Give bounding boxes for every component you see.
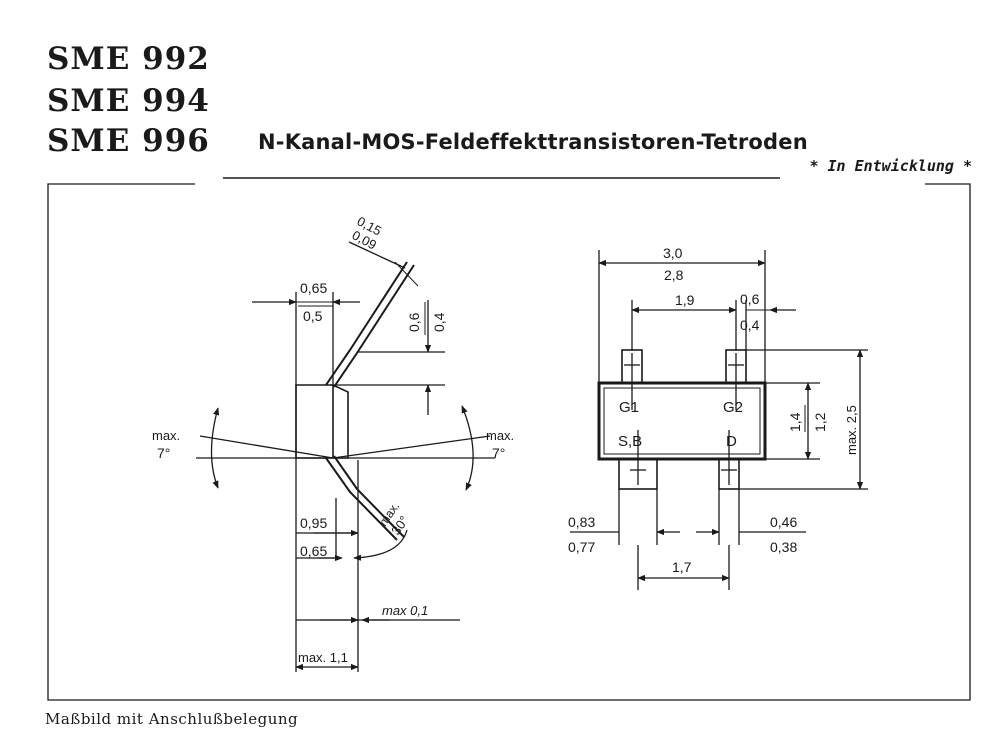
draft-angle-right-label: max. xyxy=(486,428,514,443)
standoff-min: 0,4 xyxy=(431,312,447,332)
draft-angle-left-label: max. xyxy=(152,428,180,443)
pin-label-g2: G2 xyxy=(723,399,743,416)
pin-label-sb: S,B xyxy=(618,433,642,450)
coplanarity-label: max 0,1 xyxy=(382,603,428,618)
drawing-frame xyxy=(47,183,971,701)
pad-width-left-max: 0,83 xyxy=(568,514,595,530)
part-number-sme992: SME 992 xyxy=(47,41,210,77)
lead-length-max: 0,95 xyxy=(300,515,327,531)
part-number-sme994: SME 994 xyxy=(47,83,210,119)
side-view xyxy=(196,241,495,672)
figure-caption: Maßbild mit Anschlußbelegung xyxy=(45,710,299,728)
standoff-max: 0,6 xyxy=(406,312,422,332)
body-width-min: 1,2 xyxy=(812,412,828,432)
pad-pitch-label: 1,9 xyxy=(675,292,695,308)
pad-width-right-min: 0,38 xyxy=(770,539,797,555)
pin-label-d: D xyxy=(726,433,737,450)
lead-width-max: 0,65 xyxy=(300,280,327,296)
body-width-max: 1,4 xyxy=(787,412,803,432)
height-label: max. 1,1 xyxy=(298,650,348,665)
pad-width-right-max: 0,46 xyxy=(770,514,797,530)
lead-length-min: 0,65 xyxy=(300,543,327,559)
top-view xyxy=(570,250,868,590)
pad-width-top-max: 0,6 xyxy=(740,291,760,307)
pad-pitch-bottom-label: 1,7 xyxy=(672,559,692,575)
lead-width-min: 0,5 xyxy=(303,308,323,324)
pin-label-g1: G1 xyxy=(619,399,639,416)
part-number-sme996: SME 996 xyxy=(47,123,210,159)
pad-width-left-min: 0,77 xyxy=(568,539,595,555)
document-title: N-Kanal-MOS-Feldeffekttransistoren-Tetro… xyxy=(258,130,808,154)
draft-angle-right-value: 7° xyxy=(492,445,505,461)
development-status-note: * In Entwicklung * xyxy=(809,157,972,175)
body-length-min: 2,8 xyxy=(664,267,684,283)
body-length-max: 3,0 xyxy=(663,245,683,261)
pad-width-top-min: 0,4 xyxy=(740,317,760,333)
overall-width-label: max. 2,5 xyxy=(844,405,859,455)
draft-angle-left-value: 7° xyxy=(157,445,170,461)
